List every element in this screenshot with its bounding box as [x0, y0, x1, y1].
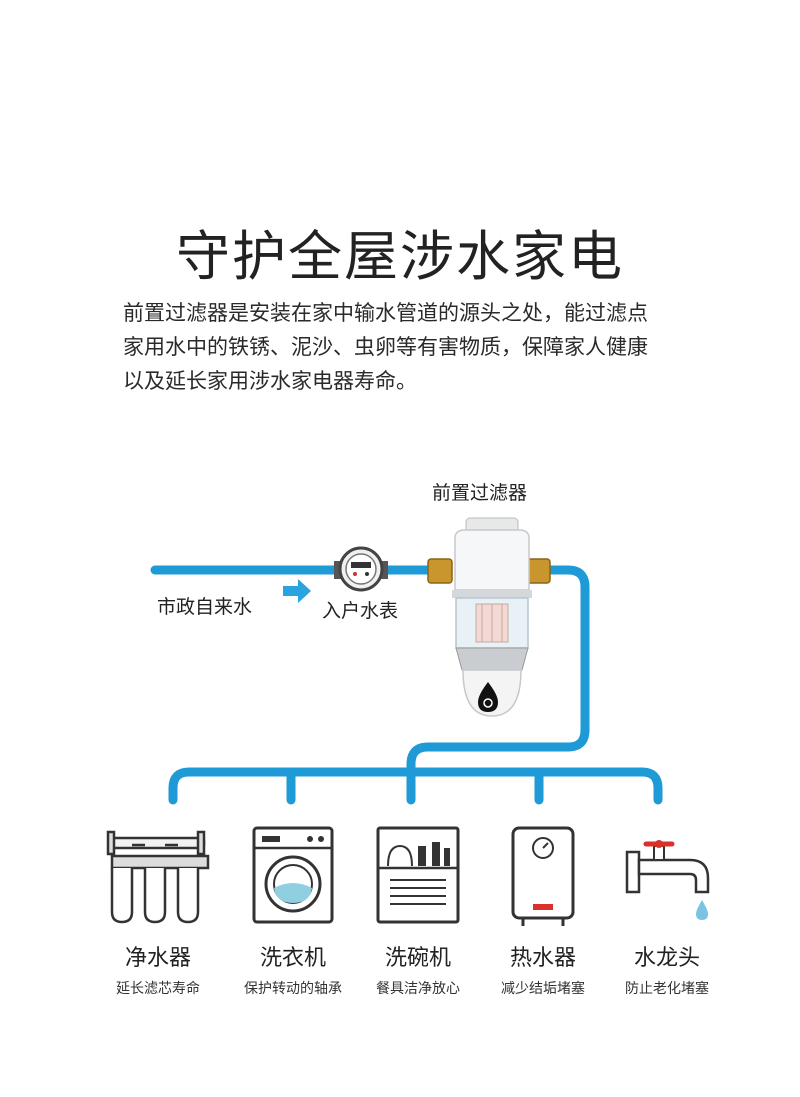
appliance-washing-machine: 洗衣机 保护转动的轴承 [218, 936, 368, 998]
meter-label: 入户水表 [322, 600, 399, 622]
appliance-faucet: 水龙头 防止老化堵塞 [592, 936, 742, 998]
appliance-name: 洗衣机 [259, 946, 326, 971]
appliance-benefit: 餐具洁净放心 [376, 981, 460, 997]
appliance-benefit: 保护转动的轴承 [244, 981, 342, 997]
water-heater-icon [511, 826, 575, 926]
appliance-benefit: 减少结垢堵塞 [501, 981, 585, 997]
page-title: 守护全屋涉水家电 [176, 225, 624, 288]
filter-outlet-pipe [406, 565, 590, 805]
description-line: 以及延长家用涉水家电器寿命。 [123, 369, 417, 393]
appliance-water-purifier: 净水器 延长滤芯寿命 [83, 936, 233, 998]
washing-machine-icon [252, 826, 334, 924]
appliance-name: 水龙头 [633, 946, 700, 971]
description: 前置过滤器是安装在家中输水管道的源头之处，能过滤点 家用水中的铁锈、泥沙、虫卵等… [123, 296, 703, 398]
appliance-benefit: 延长滤芯寿命 [116, 981, 200, 997]
description-line: 前置过滤器是安装在家中输水管道的源头之处，能过滤点 [123, 301, 648, 325]
flow-arrow-icon [283, 579, 311, 603]
source-label: 市政自来水 [157, 596, 253, 618]
appliance-dishwasher: 洗碗机 餐具洁净放心 [343, 936, 493, 998]
faucet-icon [625, 840, 710, 920]
distribution-pipe [168, 767, 663, 805]
appliance-name: 热水器 [509, 946, 576, 971]
water-purifier-icon [106, 830, 210, 924]
filter-label: 前置过滤器 [432, 482, 528, 504]
water-meter-icon [334, 546, 388, 592]
description-line: 家用水中的铁锈、泥沙、虫卵等有害物质，保障家人健康 [123, 335, 648, 359]
dishwasher-icon [376, 826, 460, 924]
appliance-water-heater: 热水器 减少结垢堵塞 [468, 936, 618, 998]
appliance-name: 净水器 [124, 946, 191, 971]
appliance-benefit: 防止老化堵塞 [625, 981, 709, 997]
pre-filter-icon [427, 517, 551, 717]
appliance-name: 洗碗机 [384, 946, 451, 971]
